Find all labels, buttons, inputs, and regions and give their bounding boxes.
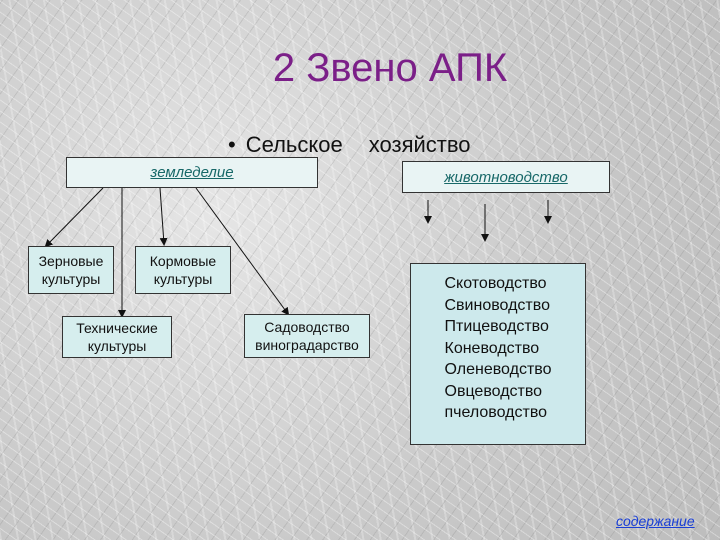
list-item: пчеловодство — [444, 404, 548, 421]
contents-link[interactable]: содержание — [616, 513, 695, 529]
subtitle-word-1: Сельское — [245, 132, 343, 157]
tekhnicheskie-line-2: культуры — [87, 338, 147, 354]
list-item: Оленеводство — [444, 361, 552, 378]
zhivotnovodstvo-box: животноводство — [402, 161, 610, 193]
list-inner: Скотоводство Свиноводство Птицеводство К… — [445, 273, 552, 424]
zernovye-line-1: Зерновые — [38, 253, 104, 269]
tekhnicheskie-line-1: Технические — [76, 320, 158, 336]
kormovye-line-2: культуры — [153, 271, 213, 287]
connector-to-kormovye — [159, 187, 168, 246]
subtitle: • Сельское хозяйство — [228, 132, 471, 158]
sadovodstvo-line-2: виноградарство — [255, 337, 359, 353]
kormovye-line-1: Кормовые — [149, 253, 217, 269]
zemledelie-label: земледелие — [150, 164, 234, 181]
list-item: Скотоводство — [444, 275, 547, 292]
zernovye-line-2: культуры — [41, 271, 101, 287]
zernovye-box: Зерновые культуры — [28, 246, 114, 294]
list-item: Коневодство — [444, 339, 540, 357]
tekhnicheskie-box: Технические культуры — [62, 316, 172, 358]
connector-to-zernovye — [44, 187, 104, 248]
zhivotnovodstvo-list: Скотоводство Свиноводство Птицеводство К… — [410, 263, 586, 445]
kormovye-box: Кормовые культуры — [135, 246, 231, 294]
subtitle-word-2: хозяйство — [368, 132, 471, 157]
connector-to-sadovodstvo — [195, 187, 290, 316]
page-title: 2 Звено АПК — [272, 46, 508, 90]
zemledelie-box: земледелие — [66, 157, 318, 188]
zhivotnovodstvo-label: животноводство — [444, 168, 568, 186]
sadovodstvo-box: Садоводство виноградарство — [244, 314, 370, 358]
sadovodstvo-line-1: Садоводство — [264, 319, 350, 335]
list-item: Свиноводство — [444, 296, 550, 314]
list-item: Птицеводство — [444, 318, 549, 335]
bullet: • — [228, 132, 236, 157]
list-item: Овцеводство — [444, 382, 543, 400]
